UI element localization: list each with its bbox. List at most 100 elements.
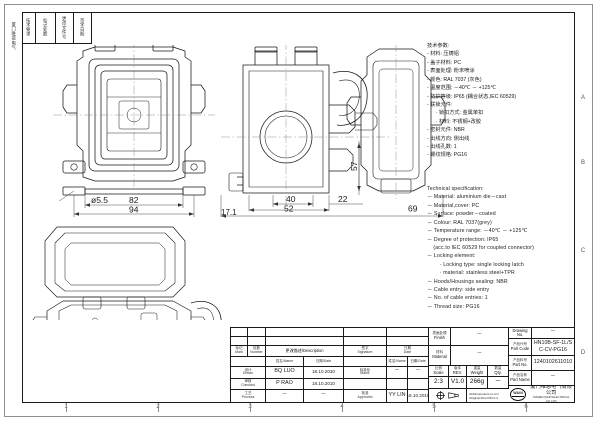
rev-head-signature-cn: 签字 [361, 346, 369, 351]
sig-name-process: － [266, 390, 304, 403]
weight-label-cn: 重量 [473, 365, 481, 370]
sig-blank-mid [344, 378, 387, 391]
sig-name-stand-value: － [394, 368, 400, 375]
view-side-section [221, 45, 391, 205]
sig-blank-mid2 [387, 378, 408, 391]
drawing-no-label-text: Drawing No. [512, 328, 528, 337]
sig-role-process-en: Process [241, 395, 255, 400]
finish-label-en: Finish [434, 334, 445, 340]
header-box-3: 签字日期 [74, 12, 92, 44]
scale-value: 2:3 [429, 376, 449, 390]
sig-date-approved-value: 18.10.2010 [408, 392, 429, 398]
rev-head-number-cn: 处数 [253, 346, 260, 351]
part-code-value: HN10B-SF-1L/SC-CV-PG16 [532, 339, 574, 356]
spec-chinese: 技术参数: - 材料: 压铸铝 - 盖子材料: PC - 表面处理: 粉末喷涂 … [427, 43, 517, 159]
view-hood-front [53, 45, 215, 187]
dim-label-57: 57 [349, 161, 359, 171]
part-name-value-text: － [550, 374, 556, 381]
zone-letter-d: D [580, 350, 586, 356]
namedate-corner-left [231, 357, 266, 367]
rev-head-description-label: 更改描述/Description [285, 347, 324, 353]
zone-letter-a: A [580, 95, 585, 101]
rev-head-mark: 标记 Mark [231, 345, 248, 358]
sig-role-approved-en: Approved [357, 395, 373, 400]
part-no-value: 1240102611010 [532, 356, 574, 371]
header-box-0: 技术要求 [22, 12, 36, 44]
namedate-corner-right [344, 357, 387, 367]
dim-label-40: 40 [286, 194, 296, 204]
namedate-name-right: 姓名/Name [387, 357, 408, 367]
material-label: 材料 Material [429, 345, 451, 366]
rev-head-date-en: Date [403, 349, 412, 354]
rev-head-number: 处数 Number [248, 345, 266, 358]
sig-date-approved: 18.10.2010 [408, 390, 429, 403]
finish-value: － [451, 328, 509, 346]
dim-label-52: 52 [284, 204, 294, 214]
qty-label-cn: 数量 [494, 365, 502, 370]
sig-role-process-cn: 工艺 [244, 391, 252, 396]
finish-value-text: － [476, 332, 483, 339]
sig-role-approved: 批准 Approved [344, 390, 387, 403]
dim-label-94: 94 [129, 205, 139, 215]
rev-blank2-sign [344, 336, 387, 346]
view-hood-profile [346, 45, 446, 199]
company-logo-icon: WAIN [510, 387, 527, 401]
part-code-label: 产品代号 Part Code [509, 339, 532, 356]
title-block: 标记 Mark 处数 Number 更改描述/Description 签字 Si… [230, 327, 575, 403]
technical-drawing-svg: ø5.5 82 94 17.1 40 52 22 69 57 [32, 45, 446, 320]
part-code-label-cn: 产品代号 [513, 341, 527, 346]
sig-role-stand-en: Stand. [359, 371, 371, 376]
rev-blank2-desc [266, 336, 344, 346]
rev-label-en: REV. [452, 369, 463, 375]
dimension-note: All Dimensions in mm Original Size DIN A… [467, 389, 509, 402]
rev-head-date: 日期 Date [387, 345, 429, 358]
view-hood-top-bar [62, 186, 206, 196]
sig-blank-mid3 [408, 378, 429, 391]
rev-blank2-number [248, 336, 266, 346]
dim-label-22: 22 [338, 194, 348, 204]
header-box-1: 标记处数 [36, 12, 56, 44]
weight-value-text: 266g [469, 378, 485, 386]
sig-date-checked-value: 18.10.2010 [312, 380, 335, 386]
projection-symbol [429, 389, 467, 402]
sig-role-drawn-cn: 设计 [244, 367, 252, 372]
rev-blank-sign [344, 328, 387, 337]
zone-letter-b: B [580, 160, 585, 166]
zone-letter-c: C [580, 248, 586, 254]
sig-name-drawn: BQ LUO [266, 366, 304, 379]
drawing-no-label: Drawing No. [509, 328, 532, 339]
sig-name-process-value: － [281, 392, 288, 399]
rev-head-mark-cn: 标记 [235, 346, 243, 351]
part-code-label-en: Part Code [510, 345, 530, 351]
dimensions-top-view [58, 190, 195, 217]
dimension-note-text: All Dimensions in mm Original Size DIN A… [469, 391, 499, 400]
sig-role-process: 工艺 Process [231, 390, 266, 403]
sig-date-process: － [304, 390, 344, 403]
material-value: － [451, 345, 509, 366]
left-strip-label: 厦门唯恩电气 [11, 22, 17, 50]
drawing-canvas: ø5.5 82 94 17.1 40 52 22 69 57 [23, 45, 574, 320]
view-isometric-assembly [32, 226, 222, 320]
weight-label: 重量 Weight [467, 365, 488, 377]
finish-label: 表面处理 Finish [429, 328, 451, 346]
namedate-date-left-label: 日期/Date [315, 358, 332, 363]
qty-value-text: － [494, 378, 502, 386]
sig-name-checked-value: P RAO [276, 380, 293, 387]
sig-date-stand-value: － [415, 368, 421, 375]
rev-head-description: 更改描述/Description [266, 345, 344, 358]
material-label-en: Material [432, 353, 447, 359]
scale-label-en: Scale [433, 369, 444, 375]
rev-blank-number [248, 328, 266, 337]
left-margin-strip: 厦门唯恩电气 [8, 14, 20, 58]
part-name-label-cn: 产品名称 [513, 372, 527, 377]
header-box-label: 标记处数 [43, 18, 49, 37]
sig-date-checked: 18.10.2010 [304, 378, 344, 391]
weight-value: 266g [467, 376, 488, 390]
sig-role-stand-cn: 标准化 [359, 367, 371, 372]
sig-name-approved: YY LIN [387, 390, 408, 403]
namedate-date-left: 日期/Date [304, 357, 344, 367]
namedate-name-right-label: 姓名/Name [388, 358, 406, 363]
sig-role-checked-en: Checked [241, 382, 255, 387]
part-no-value-text: 1240102611010 [533, 359, 573, 366]
